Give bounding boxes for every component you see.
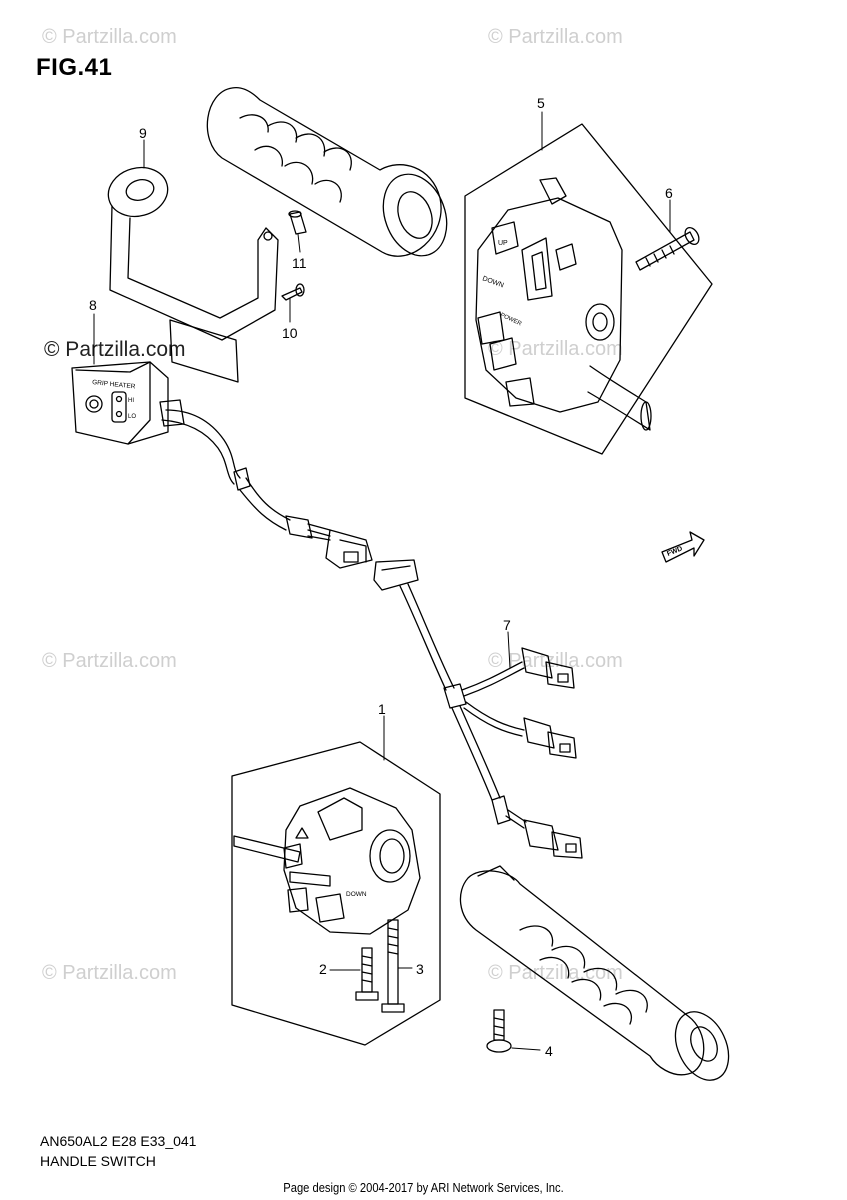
watermark: © Partzilla.com <box>488 26 623 48</box>
watermark: © Partzilla.com <box>42 962 177 984</box>
up-label: UP <box>498 240 508 247</box>
left-switch-screw <box>381 919 405 1013</box>
left-handle-switch <box>233 787 421 935</box>
wiring-harness <box>159 399 583 859</box>
watermark: © Partzilla.com <box>42 650 177 672</box>
heater-hi-label: HI <box>128 398 134 404</box>
power-label: POWER <box>499 312 523 327</box>
callout-leaders <box>93 111 671 1051</box>
switch-screw <box>635 226 700 271</box>
left-switch-screw <box>355 947 379 1001</box>
collar <box>288 210 307 235</box>
figure-title: FIG.41 <box>36 54 113 81</box>
callout-numbers: 1 2 3 4 5 6 7 8 9 10 11 <box>89 95 673 1059</box>
grip-screw <box>486 1009 512 1053</box>
left-switch-box <box>231 741 441 1046</box>
callout-2: 2 <box>319 961 327 977</box>
watermark-prominent: © Partzilla.com <box>44 338 186 361</box>
watermark: © Partzilla.com <box>488 962 623 984</box>
callout-9: 9 <box>139 125 147 141</box>
callout-8: 8 <box>89 297 97 313</box>
watermark: © Partzilla.com <box>42 26 177 48</box>
callout-6: 6 <box>665 185 673 201</box>
right-handle-switch <box>475 177 652 431</box>
watermark: © Partzilla.com <box>488 650 623 672</box>
lower-down-label: DOWN <box>346 891 367 898</box>
watermark: © Partzilla.com <box>488 338 623 360</box>
callout-5: 5 <box>537 95 545 111</box>
grip-heater-bracket <box>107 166 279 383</box>
section-name: HANDLE SWITCH <box>40 1153 156 1169</box>
right-grip <box>206 86 448 257</box>
page-credit: Page design © 2004-2017 by ARI Network S… <box>283 1180 564 1195</box>
grip-heater-switch <box>71 361 169 445</box>
callout-10: 10 <box>282 325 298 341</box>
model-code: AN650AL2 E28 E33_041 <box>40 1133 197 1149</box>
left-grip <box>459 865 730 1081</box>
right-switch-box <box>464 123 713 455</box>
heater-switch-label: GRIP HEATER <box>92 379 136 391</box>
callout-11: 11 <box>292 255 307 271</box>
heater-lo-label: LO <box>128 414 136 420</box>
down-label: DOWN <box>481 275 504 289</box>
callout-3: 3 <box>416 961 424 977</box>
screw <box>281 283 305 301</box>
callout-1: 1 <box>378 701 386 717</box>
fwd-arrow-icon <box>661 531 705 563</box>
callout-4: 4 <box>545 1043 553 1059</box>
callout-7: 7 <box>503 617 511 633</box>
